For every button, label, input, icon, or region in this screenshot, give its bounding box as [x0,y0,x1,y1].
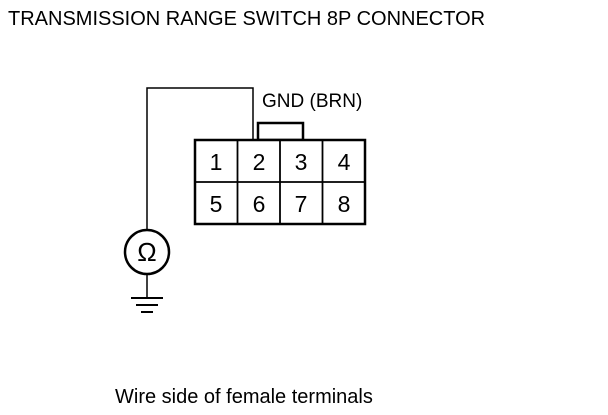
pin-1-label: 1 [210,149,223,175]
ohm-symbol: Ω [137,237,156,267]
gnd-label: GND (BRN) [262,91,362,112]
connector-latch [256,121,305,142]
probe-wire [146,87,254,230]
pin-4-label: 4 [338,149,351,175]
pin-3-label: 3 [295,149,308,175]
ground-icon [131,297,163,313]
pin-8-label: 8 [338,191,351,217]
pin-7-label: 7 [295,191,308,217]
pin-6-label: 6 [253,191,266,217]
pin-5-label: 5 [210,191,223,217]
pin-2-label: 2 [253,149,266,175]
diagram-title: TRANSMISSION RANGE SWITCH 8P CONNECTOR [8,8,485,30]
caption: Wire side of female terminals [115,386,373,408]
